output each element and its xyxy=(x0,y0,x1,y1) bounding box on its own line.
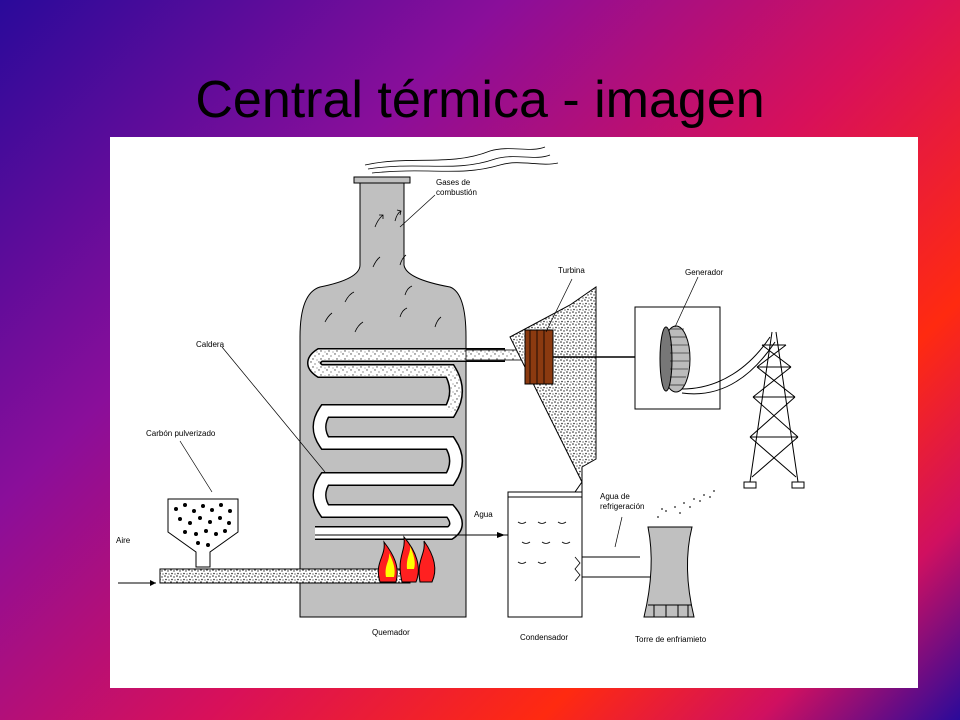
transmission-tower xyxy=(743,331,805,489)
label-generador: Generador xyxy=(685,268,724,277)
smoke-lines xyxy=(364,146,559,174)
hot-gas-arrows xyxy=(324,209,442,333)
water-return-pipe xyxy=(315,477,583,538)
coal-hopper xyxy=(167,498,239,568)
label-caldera: Caldera xyxy=(196,340,225,349)
condenser xyxy=(507,480,650,618)
generator xyxy=(634,306,721,410)
label-quemador: Quemador xyxy=(372,628,410,637)
burner-flames xyxy=(377,535,436,583)
cooling-tower xyxy=(643,490,715,618)
label-torre: Torre de enfriamieto xyxy=(635,635,707,644)
label-carbon: Carbón pulverizado xyxy=(146,429,216,438)
label-agua: Agua xyxy=(474,510,493,519)
label-turbina: Turbina xyxy=(558,266,585,275)
slide-title: Central térmica - imagen xyxy=(195,71,765,129)
turbine-rotor xyxy=(524,329,554,385)
label-condensador: Condensador xyxy=(520,633,568,642)
label-gases-line2: combustión xyxy=(436,188,477,197)
air-feed-pipe xyxy=(159,568,411,584)
diagram-canvas: Gases de combustión Turbina Generador Ca… xyxy=(116,146,805,644)
label-agua-ref-line1: Agua de xyxy=(600,492,630,501)
leader-lines xyxy=(179,194,699,548)
label-gases-line1: Gases de xyxy=(436,178,471,187)
power-plant-diagram: Gases de combustión Turbina Generador Ca… xyxy=(110,137,918,688)
boiler-tubes xyxy=(307,348,505,540)
label-aire: Aire xyxy=(116,536,131,545)
label-agua-ref-line2: refrigeración xyxy=(600,502,644,511)
